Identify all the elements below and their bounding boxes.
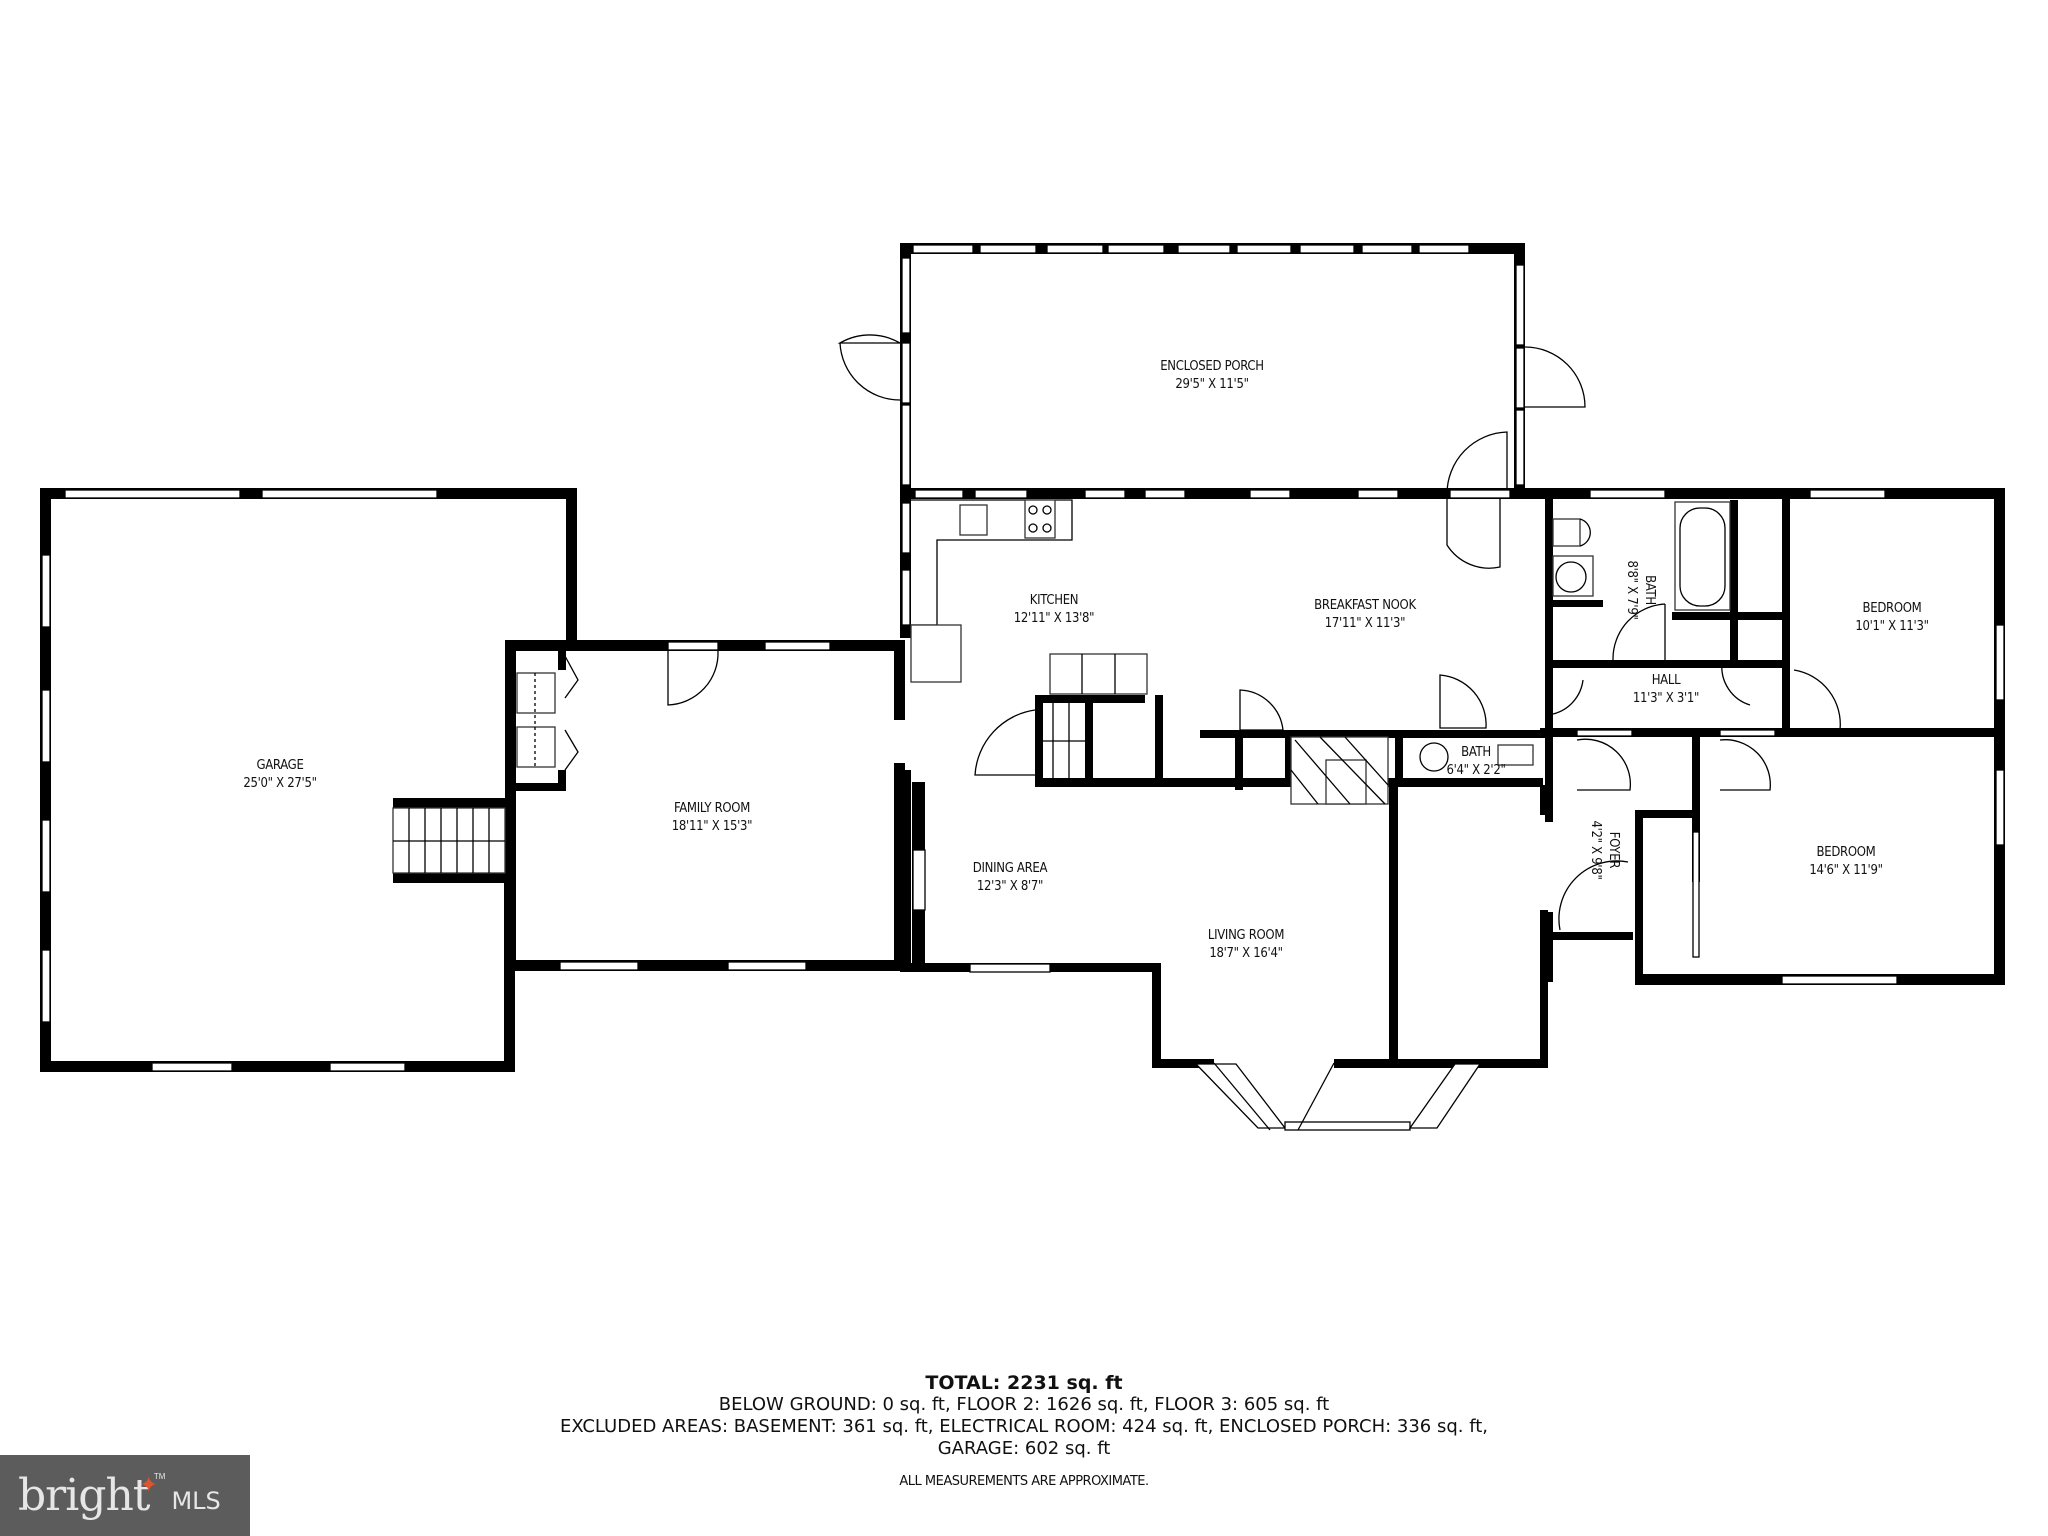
- room-label-foyer: FOYER 4'2" X 9'8": [1588, 820, 1621, 880]
- room-label-living-room: LIVING ROOM 18'7" X 16'4": [1207, 928, 1285, 961]
- room-label-garage: GARAGE 25'0" X 27'5": [243, 758, 317, 791]
- area-summary: TOTAL: 2231 sq. ft BELOW GROUND: 0 sq. f…: [0, 1372, 2048, 1489]
- kitchen-stairs: [1043, 703, 1085, 778]
- room-label-dining-area: DINING AREA 12'3" X 8'7": [972, 861, 1048, 894]
- room-label-breakfast-nook: BREAKFAST NOOK 17'11" X 11'3": [1314, 598, 1416, 631]
- room-label-bath-small: BATH 6'4" X 2'2": [1446, 745, 1506, 778]
- trademark-mark: TM: [153, 1472, 166, 1481]
- bright-mls-logo: bright ✦ TM MLS: [0, 1455, 250, 1536]
- room-label-bedroom-1: BEDROOM 10'1" X 11'3": [1855, 601, 1929, 634]
- room-label-family-room: FAMILY ROOM 18'11" X 15'3": [671, 801, 753, 834]
- enclosed-porch-walls: [837, 243, 1586, 496]
- total-area: TOTAL: 2231 sq. ft: [925, 1372, 1123, 1394]
- approximate-note: ALL MEASUREMENTS ARE APPROXIMATE.: [899, 1474, 1149, 1489]
- fireplace: [1290, 736, 1389, 805]
- kitchen-fixtures: [910, 499, 1501, 778]
- room-label-bedroom-2: BEDROOM 14'6" X 11'9": [1809, 845, 1883, 878]
- star-icon: ✦: [139, 1471, 158, 1497]
- garage-stairs: [392, 807, 506, 874]
- excluded-areas-line-1: EXCLUDED AREAS: BASEMENT: 361 sq. ft, EL…: [559, 1416, 1489, 1437]
- logo-wordmark: bright: [18, 1470, 150, 1521]
- logo-mls-text: MLS: [171, 1486, 221, 1515]
- room-label-bath-hall: BATH 8'8" X 7'9": [1624, 560, 1657, 620]
- floor-areas: BELOW GROUND: 0 sq. ft, FLOOR 2: 1626 sq…: [718, 1394, 1330, 1415]
- excluded-areas-line-2: GARAGE: 602 sq. ft: [937, 1438, 1111, 1459]
- bay-window: [1194, 1062, 1482, 1131]
- room-label-hall: HALL 11'3" X 3'1": [1632, 673, 1700, 706]
- room-label-kitchen: KITCHEN 12'11" X 13'8": [1013, 593, 1095, 626]
- bath-fixtures: [1419, 501, 1841, 931]
- room-label-enclosed-porch: ENCLOSED PORCH 29'5" X 11'5": [1160, 359, 1264, 392]
- garage-walls: [40, 488, 577, 1072]
